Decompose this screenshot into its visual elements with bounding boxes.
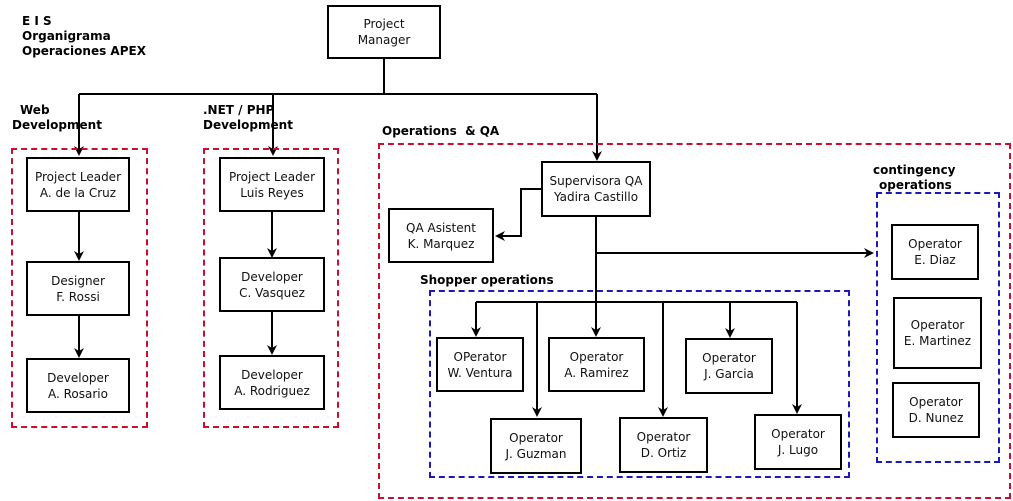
node-role: Operator (509, 431, 563, 445)
group-border-ops-qa (378, 143, 1011, 499)
node-net-developer-1[interactable]: Developer C. Vasquez (219, 257, 325, 312)
group-label-contingency: contingency operations (873, 163, 956, 193)
node-role: Developer (241, 367, 303, 382)
node-name: A. Rodriguez (234, 383, 310, 398)
group-label-line: Web (20, 103, 50, 117)
group-border-web (11, 148, 148, 428)
node-web-project-leader[interactable]: Project Leader A. de la Cruz (26, 157, 130, 212)
node-name: J. Lugo (777, 443, 819, 457)
node-role: Operator (771, 427, 825, 441)
node-role: Project Leader (228, 169, 315, 184)
node-role: QA Asistent (406, 220, 476, 235)
group-label-shopper: Shopper operations (420, 273, 554, 287)
node-role: Developer (241, 269, 303, 284)
chart-title: E I S Organigrama Operaciones APEX (22, 14, 146, 59)
node-web-designer[interactable]: Designer F. Rossi (26, 261, 130, 316)
node-name: A. Ramirez (564, 365, 629, 380)
node-name: J. Garcia (704, 367, 754, 381)
node-role: Project (363, 17, 405, 31)
node-web-developer[interactable]: Developer A. Rosario (26, 358, 130, 413)
group-border-contingency (876, 192, 1000, 463)
node-name: A. Rosario (48, 386, 108, 401)
node-name: F. Rossi (56, 289, 100, 304)
title-line-2: Organigrama (22, 29, 111, 43)
node-shopper-guzman[interactable]: Operator J. Guzman (490, 418, 582, 474)
node-name: A. de la Cruz (39, 185, 117, 200)
node-role: Operator (569, 349, 624, 364)
group-border-shopper (429, 290, 850, 478)
title-line-1: E I S (22, 14, 52, 28)
group-label-line: Development (203, 118, 293, 132)
node-role: Operator (909, 395, 963, 409)
node-name: K. Marquez (407, 236, 475, 251)
group-label-net-php: .NET / PHP Development (203, 103, 293, 133)
group-label-line: Development (12, 118, 102, 132)
node-shopper-ventura[interactable]: OPerator W. Ventura (436, 337, 524, 392)
node-role: Designer (51, 273, 105, 288)
group-border-net-php (203, 148, 339, 428)
node-contingency-diaz[interactable]: Operator E. Diaz (891, 224, 979, 280)
group-label-ops-qa: Operations & QA (382, 124, 500, 138)
node-shopper-garcia[interactable]: Operator J. Garcia (685, 338, 773, 394)
node-role: Operator (910, 318, 965, 332)
group-label-line: .NET / PHP (203, 103, 275, 117)
node-role: OPerator (453, 349, 507, 364)
node-name: E. Diaz (914, 253, 956, 267)
node-project-manager[interactable]: Project Manager (327, 5, 441, 59)
node-name: D. Nunez (908, 411, 964, 425)
node-role: Project Leader (34, 169, 121, 184)
node-role: Supervisora QA (549, 174, 643, 188)
node-qa-assistant[interactable]: QA Asistent K. Marquez (388, 208, 494, 263)
group-label-line: operations (879, 178, 952, 192)
node-role: Manager (357, 33, 411, 47)
node-shopper-lugo[interactable]: Operator J. Lugo (754, 414, 842, 470)
node-name: J. Guzman (505, 447, 567, 461)
node-role: Operator (636, 430, 691, 444)
node-role: Operator (908, 237, 962, 251)
node-net-developer-2[interactable]: Developer A. Rodriguez (219, 355, 325, 410)
node-supervisor-qa[interactable]: Supervisora QA Yadira Castillo (541, 161, 651, 217)
node-name: Luis Reyes (240, 185, 304, 200)
title-line-3: Operaciones APEX (22, 44, 146, 58)
node-name: E. Martinez (903, 334, 972, 348)
node-role: Operator (702, 351, 756, 365)
node-contingency-nunez[interactable]: Operator D. Nunez (892, 382, 980, 438)
node-contingency-martinez[interactable]: Operator E. Martinez (893, 297, 982, 369)
node-name: W. Ventura (447, 365, 513, 380)
node-name: Yadira Castillo (553, 190, 639, 204)
node-role: Developer (47, 370, 109, 385)
group-label-web: Web Development (12, 103, 102, 133)
node-shopper-ramirez[interactable]: Operator A. Ramirez (548, 337, 645, 392)
node-shopper-ortiz[interactable]: Operator D. Ortiz (619, 417, 708, 473)
group-label-line: contingency (873, 163, 956, 177)
node-net-project-leader[interactable]: Project Leader Luis Reyes (219, 157, 325, 212)
node-name: D. Ortiz (640, 446, 687, 460)
node-name: C. Vasquez (239, 285, 305, 300)
